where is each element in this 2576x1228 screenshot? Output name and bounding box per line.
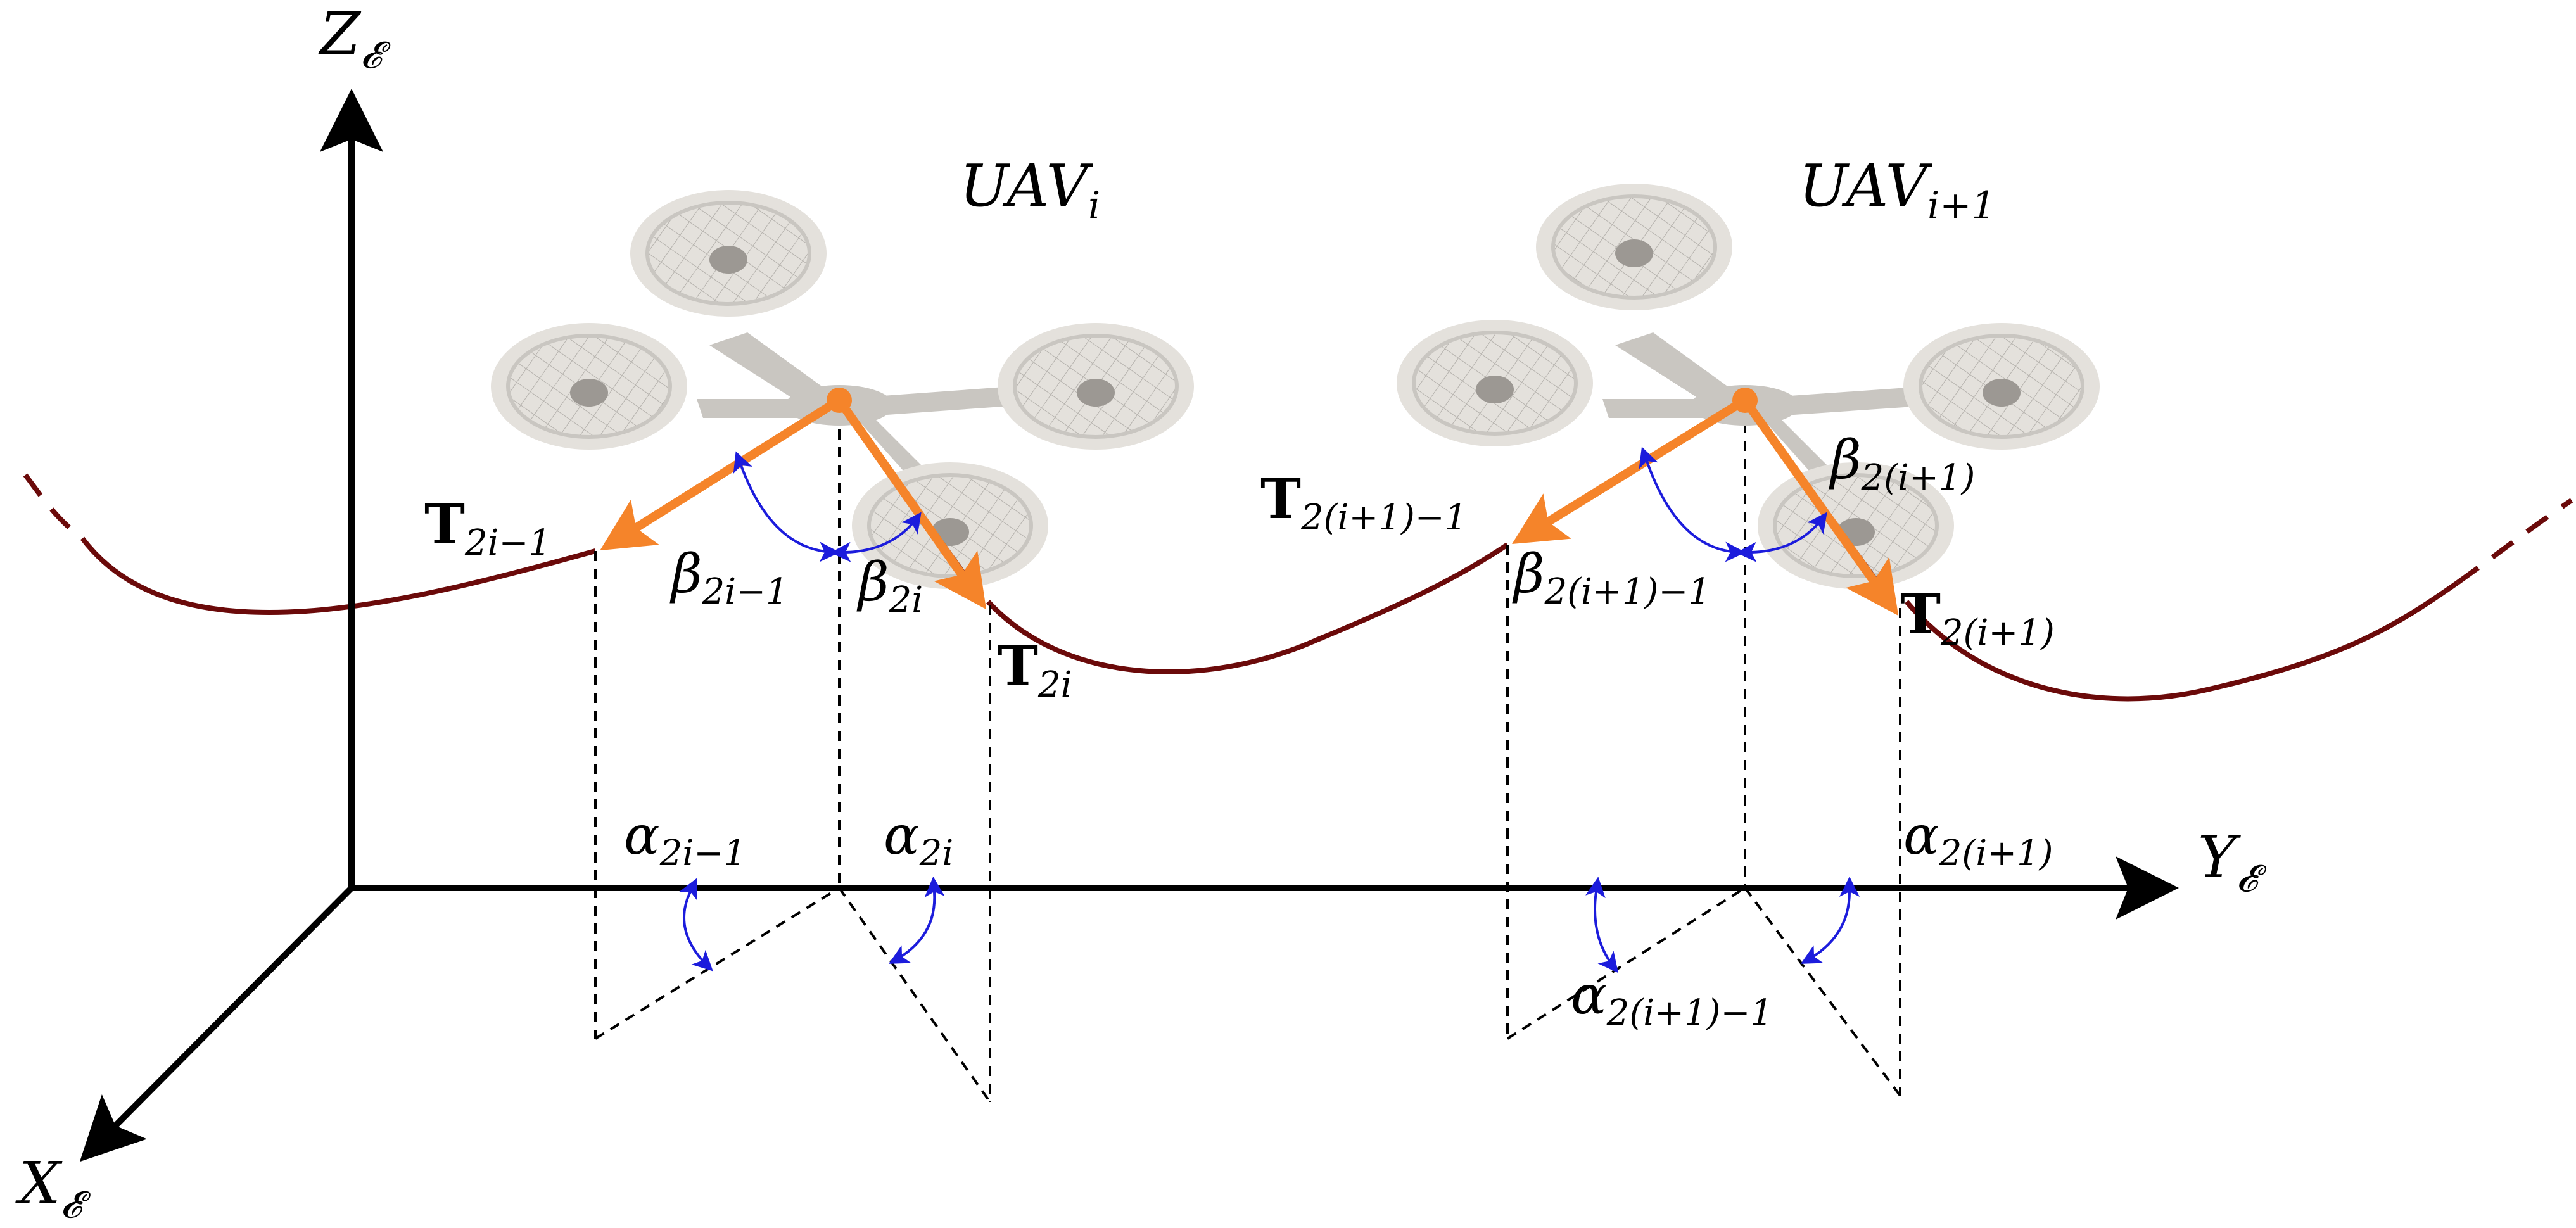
alpha-label-2i1: α2(i+1) bbox=[1903, 804, 2053, 874]
thrust-label-2i-1: T2i−1 bbox=[424, 493, 551, 564]
thrust-2i-1 bbox=[600, 396, 842, 551]
beta-label-2i: β2i bbox=[856, 551, 923, 621]
beta-label-2i-1: β2i−1 bbox=[669, 543, 789, 612]
rotor-back bbox=[630, 190, 827, 317]
quadrotor-drone-icon bbox=[491, 190, 1194, 589]
rotor-left bbox=[1397, 320, 1593, 446]
alpha-label-2i-1: α2i−1 bbox=[624, 804, 746, 874]
alpha-label-2i1-1: α2(i+1)−1 bbox=[1571, 964, 1773, 1034]
thrust-label-2i: T2i bbox=[998, 635, 1072, 706]
cable-segment-right bbox=[1904, 580, 2459, 702]
thrust-2i1-1 bbox=[1512, 396, 1748, 545]
thrust-2i bbox=[835, 397, 987, 610]
cable-segment-left bbox=[80, 536, 597, 615]
cable-segment-middle bbox=[986, 542, 1509, 674]
uav-i-drone bbox=[491, 190, 1194, 600]
uav-i-label: UAVi bbox=[960, 152, 1100, 228]
rotor-right bbox=[1903, 323, 2100, 450]
y-axis-label: Y𝓔 bbox=[2198, 823, 2267, 900]
cable bbox=[23, 473, 2573, 702]
beta-label-2i1: β2(i+1) bbox=[1829, 429, 1975, 498]
x-axis bbox=[79, 885, 354, 1162]
quadrotor-drone-icon bbox=[1397, 184, 2100, 589]
thrust-label-2i1: T2(i+1) bbox=[1900, 583, 2055, 654]
axes bbox=[79, 89, 2179, 1162]
cable-dashed-right bbox=[2456, 498, 2573, 585]
uav-i-attachment-point bbox=[827, 388, 852, 413]
thrust-vectors bbox=[600, 396, 1899, 616]
beta-arcs bbox=[733, 446, 1827, 562]
rotor-left bbox=[491, 323, 687, 450]
rotor-back bbox=[1536, 184, 1732, 310]
cable-dashed-left bbox=[23, 473, 84, 541]
z-axis-label: Z𝓔 bbox=[318, 0, 391, 77]
thrust-label-2i1-1: T2(i+1)−1 bbox=[1260, 467, 1467, 538]
rotor-right bbox=[998, 323, 1194, 450]
alpha-label-2i: α2i bbox=[884, 804, 953, 874]
uav-i-plus-1-attachment-point bbox=[1732, 388, 1758, 413]
x-axis-label: X𝓔 bbox=[15, 1149, 91, 1226]
beta-label-2i1-1: β2(i+1)−1 bbox=[1512, 543, 1711, 612]
alpha-arcs bbox=[679, 877, 1860, 973]
uav-i-plus-1-label: UAVi+1 bbox=[1799, 152, 1996, 228]
thrust-2i1 bbox=[1741, 397, 1899, 616]
